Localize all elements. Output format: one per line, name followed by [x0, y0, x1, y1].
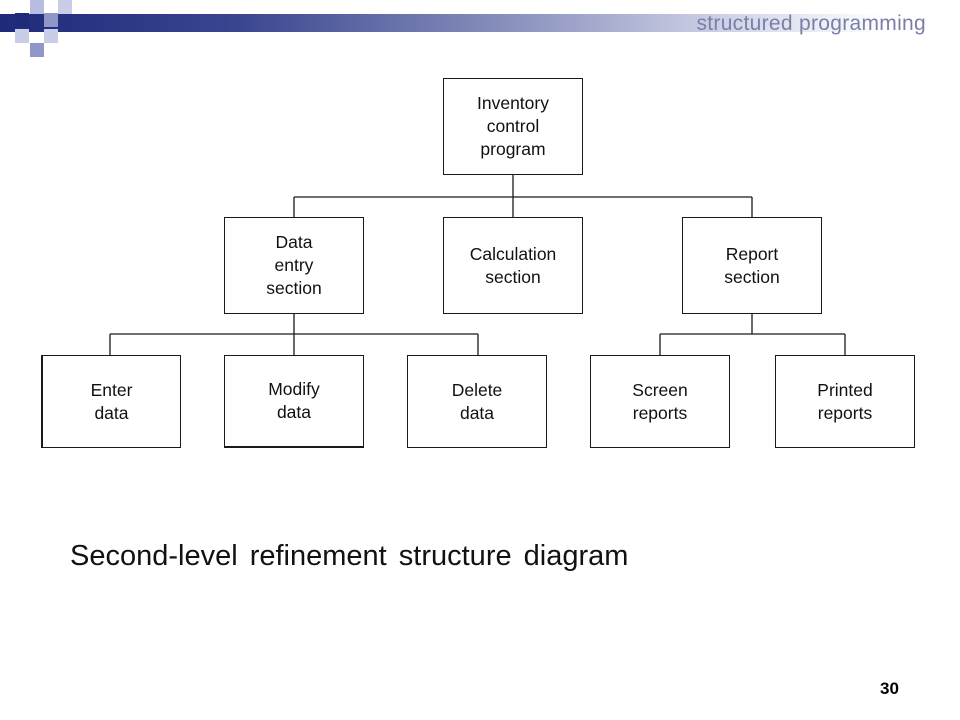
node-data-entry-section: Data entry section [224, 217, 364, 314]
node-screen-reports: Screen reports [590, 355, 730, 448]
node-calculation-section: Calculation section [443, 217, 583, 314]
node-label: Enter data [90, 379, 133, 423]
page-number: 30 [880, 679, 899, 698]
node-modify-data: Modify data [224, 355, 364, 448]
node-printed-reports: Printed reports [775, 355, 915, 448]
diagram-caption: Second-level refinement structure diagra… [70, 540, 629, 572]
node-label: Report section [724, 243, 780, 287]
header-title: structured programming [696, 12, 926, 35]
node-label: Calculation section [469, 243, 557, 287]
node-enter-data: Enter data [41, 355, 181, 448]
header-gradient-bar [0, 14, 960, 32]
node-label: Screen reports [632, 379, 688, 423]
node-inventory-control-program: Inventory control program [443, 78, 583, 175]
node-label: Data entry section [266, 232, 322, 298]
node-label: Inventory control program [477, 93, 549, 159]
node-label: Printed reports [817, 379, 873, 423]
node-report-section: Report section [682, 217, 822, 314]
node-delete-data: Delete data [407, 355, 547, 448]
header-squares-decoration [0, 0, 80, 60]
node-label: Modify data [268, 379, 320, 422]
node-label: Delete data [451, 379, 503, 423]
